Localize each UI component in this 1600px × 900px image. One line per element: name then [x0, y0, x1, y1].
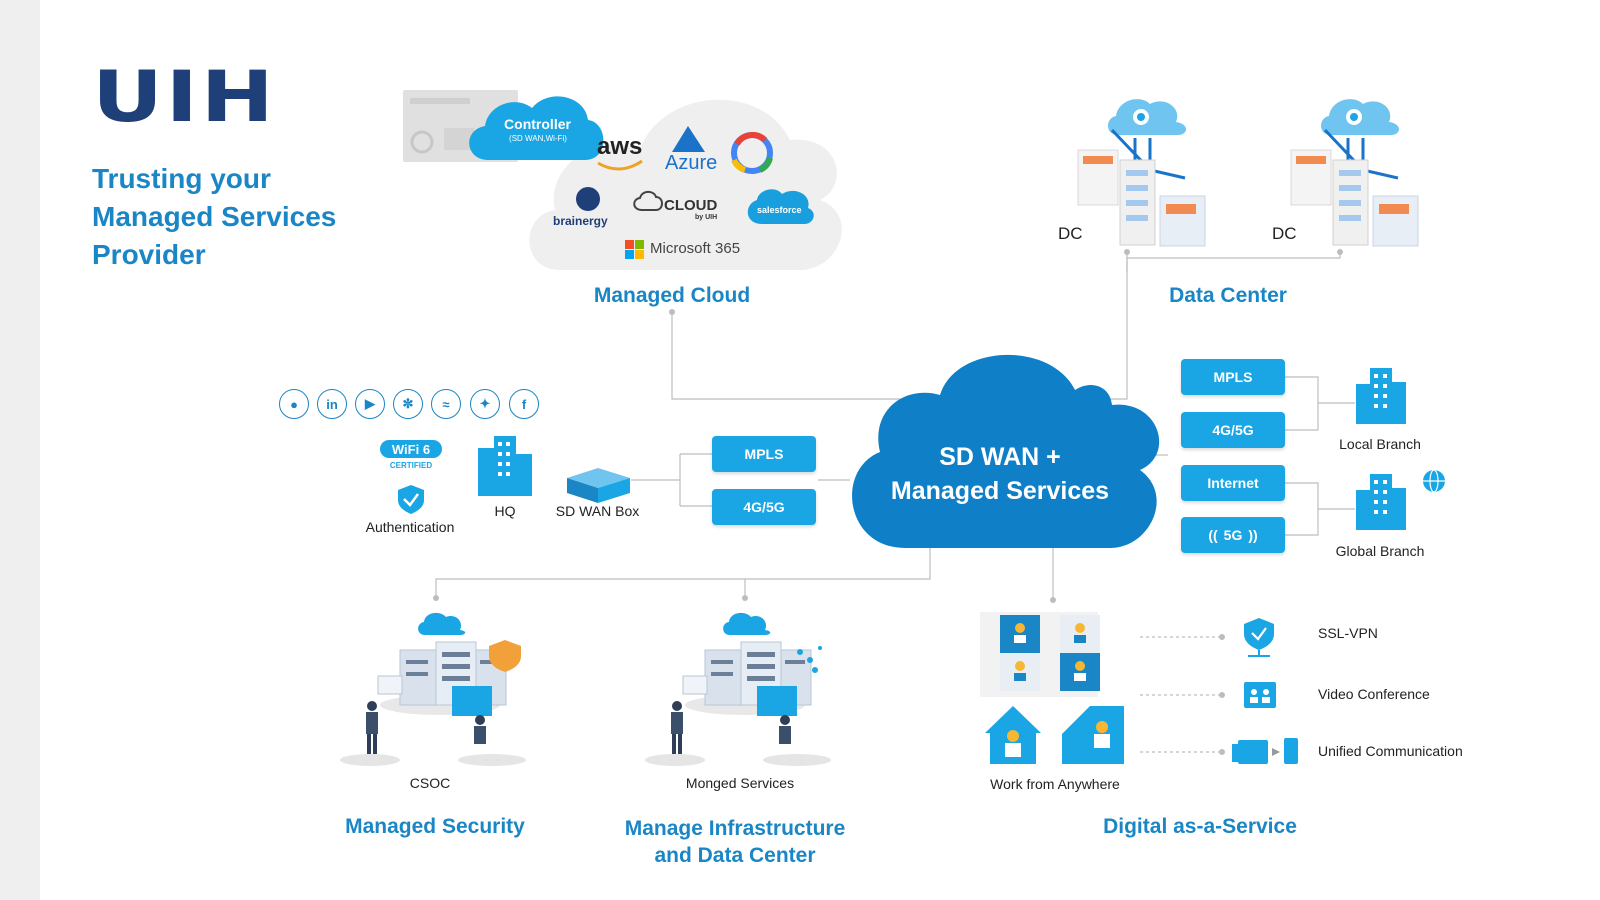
microsoft-365-logo: Microsoft 365 — [650, 240, 741, 257]
youtube-icon[interactable]: ▶ — [355, 389, 385, 419]
facebook-icon[interactable]: f — [509, 389, 539, 419]
infra-title-line-1: Manage Infrastructure — [624, 817, 846, 840]
core-title-line-1: SD WAN + — [939, 443, 1061, 471]
branch-5g-link: (( 5G )) — [1181, 517, 1285, 553]
digital-as-a-service-title: Digital as-a-Service — [1103, 815, 1297, 838]
signal-right-icon: )) — [1248, 527, 1258, 543]
tagline-line-2: Managed Services — [92, 201, 337, 232]
azure-logo: Azure — [665, 152, 718, 174]
uih-logo: UIH — [92, 56, 277, 138]
hq-mpls-link: MPLS — [712, 436, 816, 472]
video-conference-label: Video Conference — [1318, 686, 1430, 702]
aws-logo: aws — [597, 133, 643, 160]
tagline: Trusting your Managed Services Provider — [92, 160, 392, 274]
hq-4g5g-link: 4G/5G — [712, 489, 816, 525]
infra-title: Manage Infrastructure and Data Center — [605, 815, 865, 869]
cloud-by-uih: by UIH — [695, 214, 718, 221]
dc-label-1: DC — [1058, 224, 1083, 243]
managed-security-title: Managed Security — [345, 815, 525, 838]
branch-4g5g-link: 4G/5G — [1181, 412, 1285, 448]
wifi6-badge: WiFi 6 — [380, 440, 442, 458]
salesforce-logo: salesforce — [757, 205, 802, 215]
branch-mpls-link: MPLS — [1181, 359, 1285, 395]
infra-title-line-2: and Data Center — [654, 844, 816, 867]
tagline-line-1: Trusting your — [92, 163, 271, 194]
controller-subtitle: (SD WAN,Wi-Fi) — [509, 134, 567, 143]
tagline-line-3: Provider — [92, 239, 206, 270]
dribbble-icon[interactable]: ✼ — [393, 389, 423, 419]
brainergy-logo: brainergy — [553, 214, 608, 228]
branch-internet-link: Internet — [1181, 465, 1285, 501]
cloud-uih-logo: CLOUD — [664, 197, 718, 214]
wifi-certified-label: CERTIFIED — [389, 461, 433, 470]
rss-icon[interactable]: ● — [279, 389, 309, 419]
managed-services-caption: Monged Services — [685, 775, 795, 791]
global-branch-label: Global Branch — [1335, 543, 1425, 559]
core-title-line-2: Managed Services — [890, 477, 1110, 505]
left-sidebar-strip — [0, 0, 40, 900]
hq-label: HQ — [494, 503, 516, 519]
authentication-label: Authentication — [365, 519, 455, 535]
managed-cloud-title: Managed Cloud — [593, 284, 751, 307]
csoc-label: CSOC — [409, 775, 451, 791]
unified-communication-label: Unified Communication — [1318, 743, 1463, 759]
branch-5g-label: 5G — [1223, 527, 1243, 543]
local-branch-label: Local Branch — [1339, 436, 1421, 452]
linkedin-icon[interactable]: in — [317, 389, 347, 419]
core-title: SD WAN + Managed Services — [860, 440, 1140, 508]
data-center-title: Data Center — [1169, 284, 1287, 307]
ssl-vpn-label: SSL-VPN — [1318, 625, 1378, 641]
twitter-icon[interactable]: ✦ — [470, 389, 500, 419]
dc-label-2: DC — [1272, 224, 1297, 243]
work-from-anywhere-label: Work from Anywhere — [990, 776, 1120, 792]
messenger-icon[interactable]: ≈ — [431, 389, 461, 419]
signal-left-icon: (( — [1208, 527, 1218, 543]
controller-title: Controller — [504, 116, 571, 132]
sdwan-box-label: SD WAN Box — [555, 503, 640, 519]
